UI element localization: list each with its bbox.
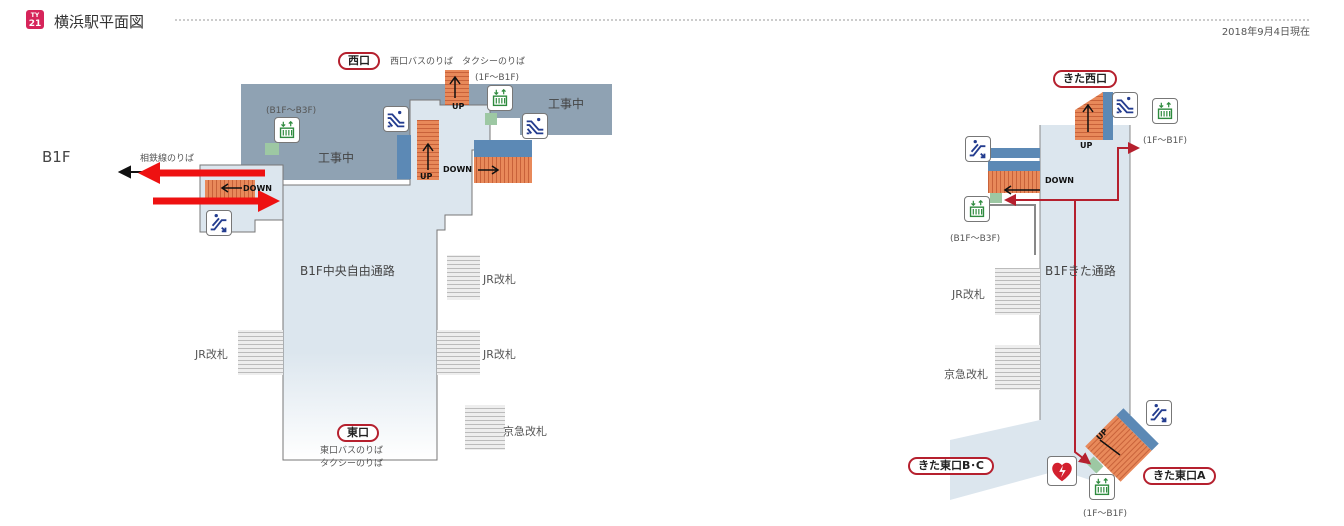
gate-label: 京急改札 xyxy=(944,368,988,381)
date-label: 2018年9月4日現在 xyxy=(1221,27,1310,38)
corridor-label: B1F中央自由通路 xyxy=(300,264,395,278)
gate-label: JR改札 xyxy=(483,348,516,361)
stairs-blue xyxy=(397,135,411,179)
route-north xyxy=(1075,142,1140,201)
escalator-icon xyxy=(383,106,409,132)
line-badge: TY 21 xyxy=(26,10,44,29)
escalator xyxy=(1075,92,1103,140)
east-exit-info: 東口バスのりば xyxy=(320,446,384,456)
north-west-exit-pill: きた西口 xyxy=(1053,70,1117,88)
gate-label: JR改札 xyxy=(952,288,985,301)
elevator-range: (B1F～B3F) xyxy=(266,106,317,116)
escalator-down-icon xyxy=(965,136,991,162)
elevator-icon xyxy=(274,117,300,143)
elevator-range: (1F～B1F) xyxy=(1083,509,1128,519)
gate xyxy=(437,330,480,375)
sotetsu-label: 相鉄線のりば xyxy=(140,154,195,164)
west-exit-pill: 西口 xyxy=(338,52,380,70)
construction-label: 工事中 xyxy=(318,151,355,165)
gate xyxy=(995,268,1040,315)
escalator xyxy=(988,171,1040,193)
elevator-range: (1F～B1F) xyxy=(475,73,520,83)
down-label: DOWN xyxy=(443,165,472,174)
construction-label: 工事中 xyxy=(548,97,585,111)
down-label: DOWN xyxy=(1045,176,1074,185)
down-label: DOWN xyxy=(243,184,272,193)
construction-area xyxy=(241,84,612,180)
north-east-bc-exit-pill: きた東口B･C xyxy=(908,457,994,475)
up-label: UP xyxy=(420,172,433,181)
gate-label: 京急改札 xyxy=(503,425,547,438)
route-south xyxy=(1074,200,1092,465)
elevator-range: (1F～B1F) xyxy=(1143,136,1188,146)
escalator-down-icon xyxy=(1146,400,1172,426)
elevator-icon xyxy=(487,85,513,111)
central-corridor xyxy=(282,99,491,461)
escalator xyxy=(205,180,255,198)
up-label: UP xyxy=(452,102,465,111)
floor-label: B1F xyxy=(42,148,71,166)
corridor-label: B1Fきた通路 xyxy=(1045,264,1116,278)
gate xyxy=(238,330,283,375)
north-east-a-exit-pill: きた東口A xyxy=(1143,467,1216,485)
line-badge-code: TY xyxy=(30,12,40,19)
stairs-blue xyxy=(474,140,532,157)
gate xyxy=(465,405,505,450)
gate-label: JR改札 xyxy=(483,273,516,286)
elevator-icon xyxy=(1089,474,1115,500)
east-exit-info: タクシーのりば xyxy=(320,459,384,469)
right-floor-plan xyxy=(950,92,1159,500)
gate xyxy=(995,345,1040,390)
elevator-icon xyxy=(964,196,990,222)
gate-label: JR改札 xyxy=(195,348,228,361)
up-label: UP xyxy=(1080,141,1093,150)
line-badge-number: 21 xyxy=(28,19,42,29)
escalator-icon xyxy=(522,113,548,139)
elevator-range: (B1F～B3F) xyxy=(950,234,1001,244)
escalator-icon xyxy=(1112,92,1138,118)
red-arrows xyxy=(138,162,280,212)
west-exit-info: 西口バスのりば タクシーのりば xyxy=(390,57,526,67)
arrow-left-icon xyxy=(138,162,160,184)
escalator xyxy=(445,70,469,105)
elevator-icon xyxy=(1152,98,1178,124)
gate xyxy=(447,255,480,300)
aed-icon xyxy=(1047,456,1077,486)
page-title: 横浜駅平面図 xyxy=(54,13,145,31)
arrow-right-icon xyxy=(258,190,280,212)
escalator-down-icon xyxy=(206,210,232,236)
east-exit-pill: 東口 xyxy=(337,424,379,442)
